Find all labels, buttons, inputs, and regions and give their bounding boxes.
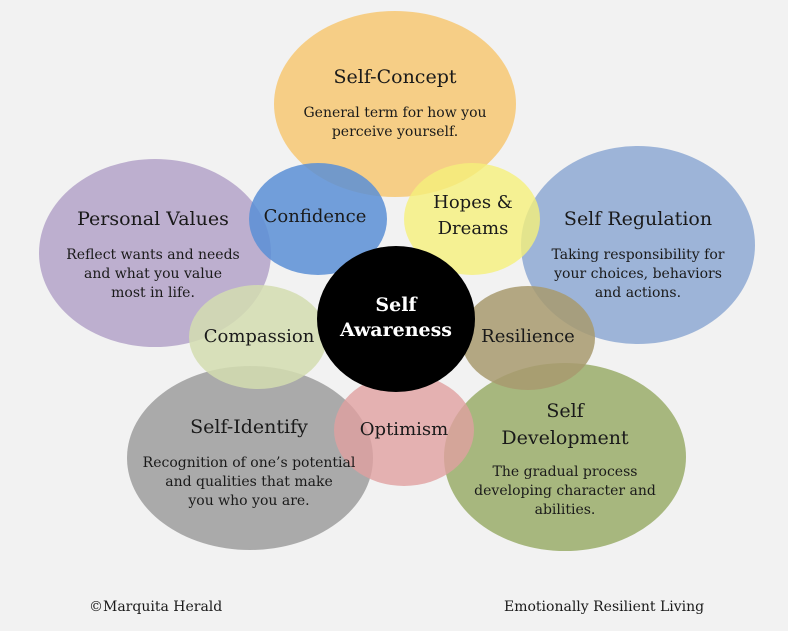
personal-values-desc-3: most in life. — [111, 285, 195, 301]
confidence-circle — [249, 163, 387, 275]
personal-values-title: Personal Values — [77, 208, 229, 230]
compassion-circle — [189, 285, 327, 389]
self-development-desc-1: The gradual process — [492, 464, 638, 480]
personal-values-desc-1: Reflect wants and needs — [66, 247, 240, 263]
self-regulation-petal — [521, 146, 755, 344]
self-development-desc-2: developing character and — [474, 483, 656, 499]
footer-copyright: ©Marquita Herald — [89, 599, 223, 615]
self-awareness-center — [317, 246, 475, 392]
self-regulation-desc-1: Taking responsibility for — [551, 247, 725, 263]
self-development-desc-3: abilities. — [534, 502, 596, 518]
confidence-label: Confidence — [263, 206, 367, 227]
self-concept-petal — [274, 11, 516, 197]
personal-values-desc-2: and what you value — [83, 266, 223, 282]
footer-brand: Emotionally Resilient Living — [504, 599, 705, 615]
self-identify-petal — [127, 366, 373, 550]
resilience-label: Resilience — [481, 326, 575, 347]
self-development-petal — [444, 363, 686, 551]
self-regulation-desc-2: your choices, behaviors — [554, 266, 722, 282]
self-concept-desc-2: perceive yourself. — [331, 124, 459, 140]
self-concept-desc-1: General term for how you — [303, 105, 487, 121]
hopes-dreams-label-2: Dreams — [437, 218, 509, 239]
hopes-dreams-label-1: Hopes & — [433, 192, 513, 213]
center-title-1: Self — [375, 294, 417, 316]
self-development-title-2: Development — [501, 427, 629, 449]
resilience-circle — [461, 286, 595, 390]
self-identify-desc-3: you who you are. — [188, 493, 310, 509]
self-regulation-desc-3: and actions. — [594, 285, 682, 301]
compassion-label: Compassion — [203, 326, 315, 347]
center-title-2: Awareness — [339, 319, 453, 341]
optimism-circle — [334, 374, 474, 486]
self-development-title-1: Self — [546, 400, 584, 422]
self-concept-title: Self-Concept — [333, 66, 457, 88]
self-identify-desc-2: and qualities that make — [165, 474, 333, 490]
hopes-dreams-circle — [404, 163, 540, 275]
self-identify-desc-1: Recognition of one’s potential — [142, 455, 356, 471]
self-identify-title: Self-Identify — [190, 416, 308, 438]
optimism-label: Optimism — [359, 419, 449, 440]
self-regulation-title: Self Regulation — [563, 208, 713, 230]
